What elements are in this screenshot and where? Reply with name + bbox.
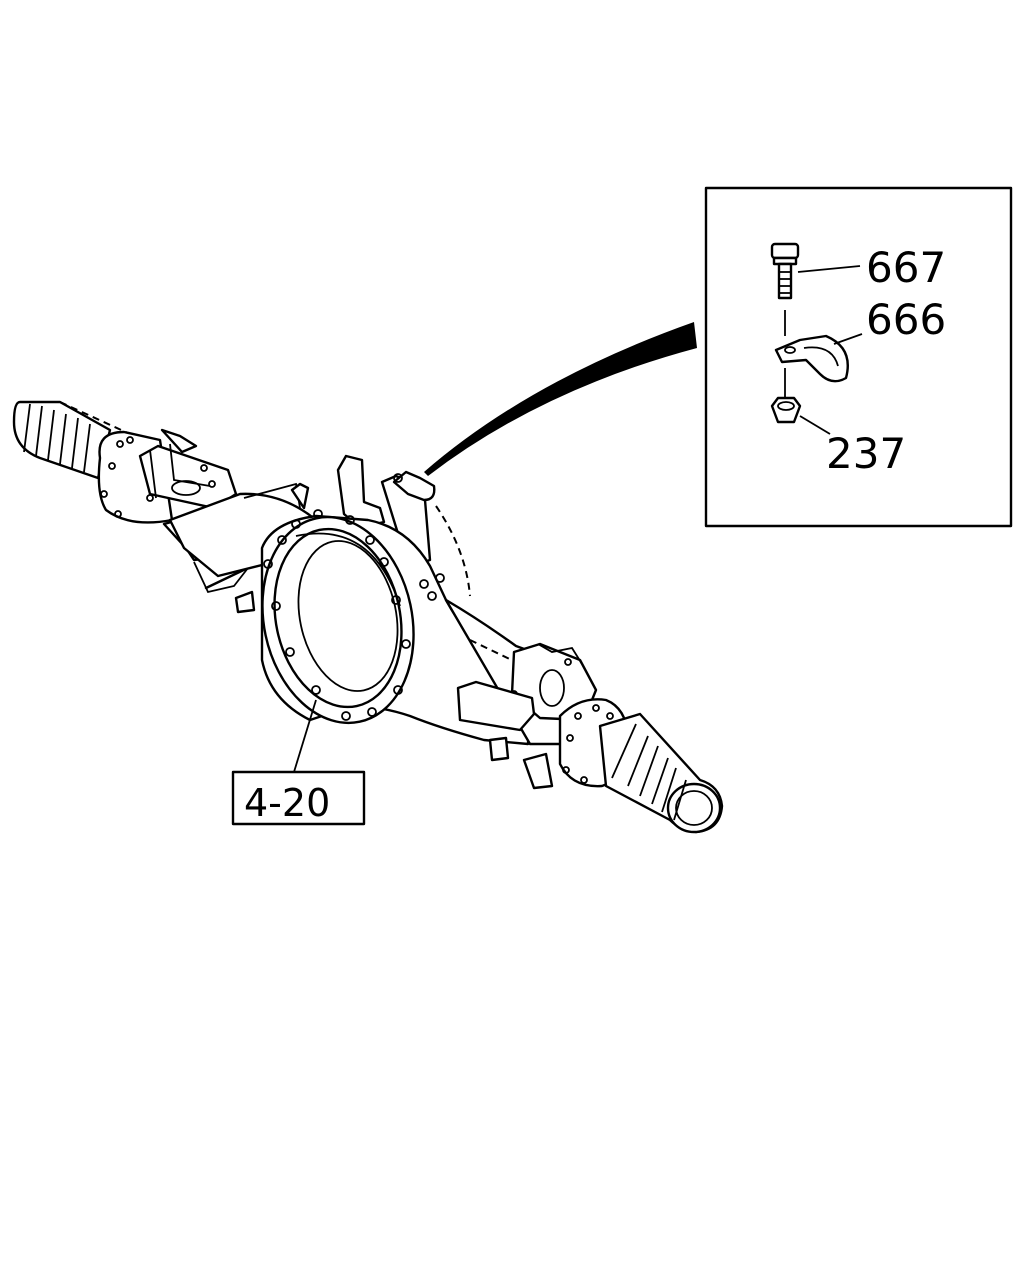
housing-top-brackets (290, 454, 436, 568)
detail-pointer (424, 322, 697, 476)
left-axle-tube (12, 400, 131, 480)
detail-inset-frame (704, 186, 1013, 528)
ring-flange (261, 509, 445, 725)
ref-box-4-20 (231, 770, 366, 826)
callout-667: 667 (866, 243, 946, 292)
leader-4-20 (293, 699, 317, 773)
right-axle-tube (598, 712, 724, 834)
right-spring-seat (456, 642, 598, 790)
axle-housing (12, 400, 724, 834)
callout-237: 237 (826, 429, 906, 478)
nut-237 (770, 368, 802, 424)
callout-4-20: 4-20 (244, 781, 330, 825)
callout-666: 666 (866, 295, 946, 344)
clip-666 (774, 334, 849, 383)
leader-666 (833, 333, 863, 345)
leader-667 (797, 265, 861, 273)
detail-inset: 667 666 237 (704, 186, 1013, 528)
leader-237 (799, 415, 831, 435)
bolt-667 (770, 242, 800, 336)
